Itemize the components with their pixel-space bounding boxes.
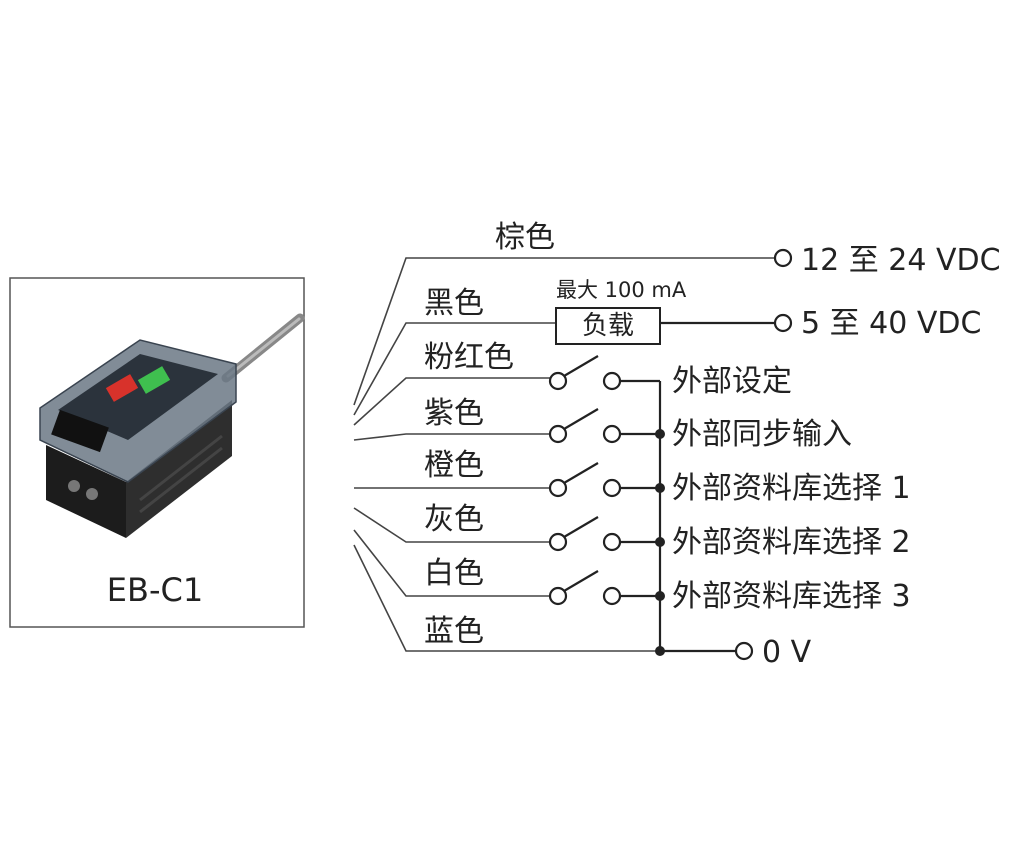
load-label: 负载 [582,311,634,341]
load-current-note: 最大 100 mA [556,278,687,302]
terminal-5-40vdc [773,313,793,333]
switch-lever [563,355,599,377]
sensor-illustration [39,313,305,538]
wire-purple [353,433,550,441]
switch-lever [563,570,599,592]
terminal-12-24vdc [773,248,793,268]
wire-pink [353,377,550,426]
wire-label-brown: 棕色 [495,220,555,255]
switch-contact-left [548,532,568,552]
junction-dot [655,429,665,439]
sensor-display-panel [58,354,218,440]
red-display [105,374,139,402]
switch-contact-right [602,478,622,498]
switch-lever [563,462,599,484]
power-terminals: 12 至 24 VDC 5 至 40 VDC [773,243,1001,341]
terminal-0v [734,641,754,661]
wire-label-pink: 粉红色 [424,340,514,375]
switch-contact-right [602,532,622,552]
input-label-external-setting: 外部设定 [672,364,792,399]
input-label-bank-select-2: 外部资料库选择 2 [672,525,911,560]
junction-dot [655,537,665,547]
terminal-label-12-24vdc: 12 至 24 VDC [801,243,1001,278]
terminal-label-5-40vdc: 5 至 40 VDC [801,306,981,341]
switch-external-setting [548,355,660,391]
terminal-label-0v: 0 V [762,635,812,670]
sensor-connector [51,409,109,453]
wire-label-purple: 紫色 [424,396,484,431]
wire-label-white: 白色 [424,556,484,591]
sensor-rib [139,434,223,502]
wire-labels: 棕色 黑色 粉红色 紫色 橙色 灰色 白色 蓝色 [424,220,555,649]
input-labels: 外部设定 外部同步输入 外部资料库选择 1 外部资料库选择 2 外部资料库选择 … [672,364,911,670]
switch-contact-right [602,424,622,444]
switch-contact-right [602,371,622,391]
wires [353,257,775,652]
common-bus [655,381,754,661]
wire-gray [353,507,550,543]
switch-external-sync [548,408,660,444]
junction-dot [655,483,665,493]
wire-label-orange: 橙色 [424,448,484,483]
wire-label-blue: 蓝色 [424,614,484,649]
switch-contact-left [548,478,568,498]
load-block: 最大 100 mA 负载 [555,278,775,345]
green-display [137,366,171,394]
switch-contact-right [602,586,622,606]
switch-lever [563,408,599,430]
wire-blue [353,544,736,652]
input-label-external-sync: 外部同步输入 [672,417,852,452]
sensor-cable-highlight [226,317,301,378]
switch-lever [563,516,599,538]
wire-white [353,529,550,597]
input-label-bank-select-3: 外部资料库选择 3 [672,579,911,614]
load-box [555,307,661,345]
optical-port [86,488,98,500]
switch-contact-left [548,586,568,606]
switch-bank-select-1 [548,462,660,498]
input-label-bank-select-1: 外部资料库选择 1 [672,471,911,506]
product-panel: EB-C1 [9,277,305,628]
junction-dot [655,591,665,601]
sensor-body-front [46,445,126,538]
switch-bank-select-2 [548,516,660,552]
model-label: EB-C1 [107,571,203,609]
switch-bank-select-3 [548,570,660,606]
switch-contact-left [548,424,568,444]
wire-label-gray: 灰色 [424,502,484,537]
wire-brown [353,257,775,406]
optical-port [68,480,80,492]
sensor-rib [139,446,223,514]
switch-contact-left [548,371,568,391]
switches [548,355,660,606]
wire-label-black: 黑色 [424,286,484,321]
wire-black [353,322,556,416]
